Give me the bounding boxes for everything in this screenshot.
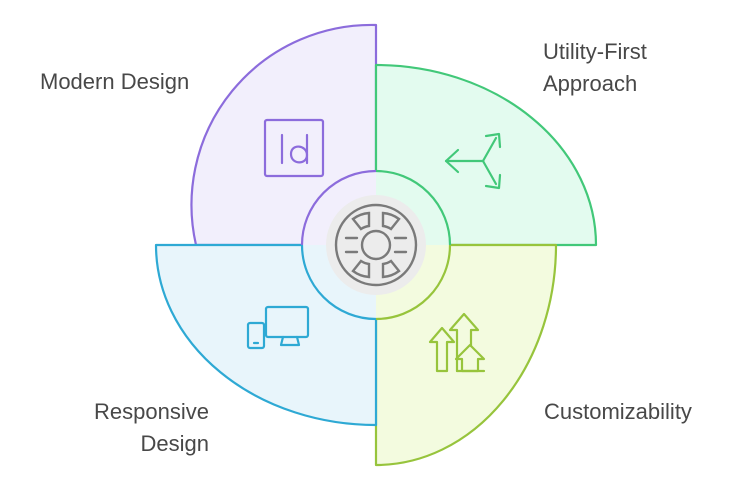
target-wheel-icon [334,203,418,287]
devices-icon [246,305,310,350]
label-line: Modern Design [40,69,190,94]
label-customizability: Customizability [544,396,724,428]
arrows-split-icon [444,132,502,190]
label-line: Approach [543,71,638,96]
label-modern-design: Modern Design [40,66,210,98]
label-utility-first: Utility-First Approach [543,36,703,100]
label-responsive-design: Responsive Design [60,396,209,460]
center-hub [326,195,426,295]
label-line: Responsive [94,399,209,424]
label-line: Customizability [544,399,692,424]
label-line: Utility-First [543,39,647,64]
upgrade-arrows-icon [428,312,486,373]
indesign-icon [263,118,325,178]
label-line: Design [140,431,209,456]
